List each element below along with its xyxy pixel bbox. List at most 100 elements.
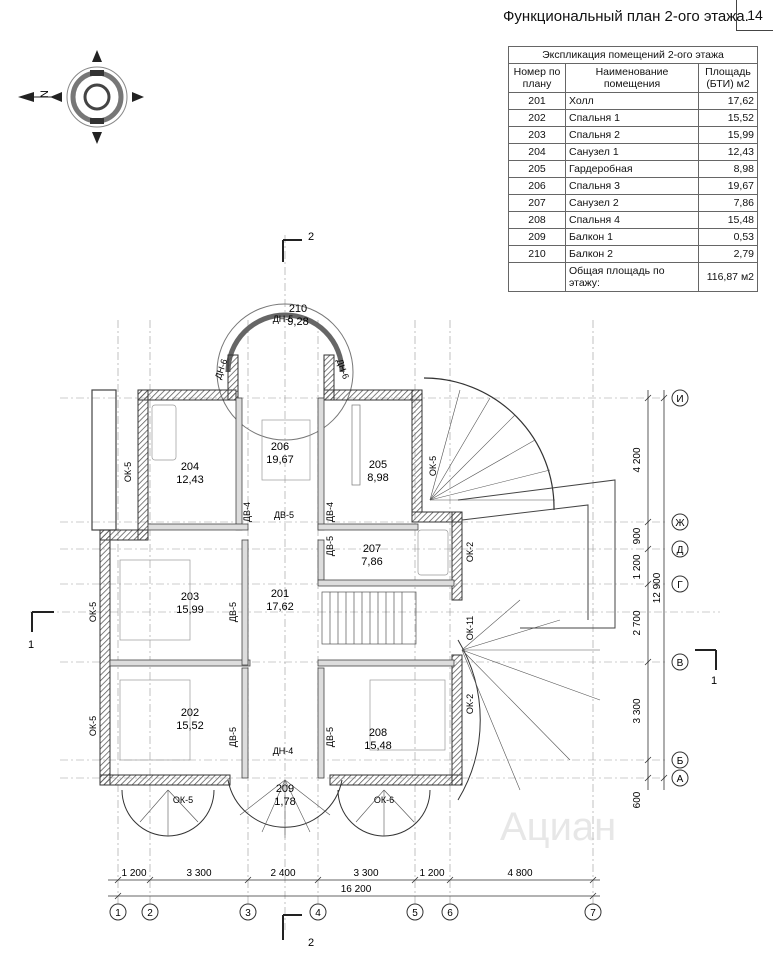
cell-area: 15,99 [698, 126, 758, 145]
opening-tag: ДВ-5 [325, 536, 335, 556]
dimension-tick [314, 876, 322, 884]
room-area: 8,98 [367, 472, 388, 484]
axis-bubble [671, 389, 689, 407]
opening-tag: ДН-5 [273, 314, 294, 324]
room-area: 15,52 [176, 720, 204, 732]
dimension-value: 600 [632, 791, 643, 808]
section-mark-label: 2 [308, 231, 314, 243]
section-mark-label: 1 [711, 675, 717, 687]
cell-area: 15,52 [698, 109, 758, 128]
room-area: 9,28 [287, 316, 308, 328]
room-area: 12,43 [176, 474, 204, 486]
axis-bubble [406, 903, 424, 921]
dimension-tick [411, 876, 419, 884]
cell-name: Спальня 1 [565, 109, 699, 128]
axis-bubble [309, 903, 327, 921]
opening-tag: ДВ-4 [325, 502, 335, 522]
dimension-tick [644, 774, 652, 782]
cell-num: 207 [508, 194, 566, 213]
cell-area: 15,48 [698, 211, 758, 230]
dimension-value: 2 400 [270, 868, 295, 879]
opening-tag: ОК-5 [428, 456, 438, 476]
axis-bubble [584, 903, 602, 921]
dimension-tick [644, 580, 652, 588]
axis-bubble [671, 540, 689, 558]
opening-tag: ДВ-5 [228, 727, 238, 747]
table-caption: Экспликация помещений 2-ого этажа [508, 45, 758, 65]
dimension-tick [244, 876, 252, 884]
compass-rose-icon [18, 50, 144, 144]
opening-tag: ДВ-5 [228, 602, 238, 622]
axis-label: 3 [245, 908, 251, 919]
axis-bubble [671, 513, 689, 531]
col-header-name: Наименование помещения [565, 63, 699, 94]
dimension-value: 4 800 [507, 868, 532, 879]
room-number: 204 [181, 461, 199, 473]
dimension-tick [644, 518, 652, 526]
cell-name: Балкон 1 [565, 228, 699, 247]
dimension-value: 3 300 [632, 698, 643, 723]
room-area: 15,48 [364, 740, 392, 752]
total-spacer [508, 262, 566, 293]
watermark: Ациан [500, 805, 616, 849]
opening-tag: ОК-5 [88, 602, 98, 622]
axis-label: 4 [315, 908, 321, 919]
room-area: 7,86 [361, 556, 382, 568]
opening-tag: ОК-11 [465, 616, 475, 641]
dimension-tick [644, 394, 652, 402]
page-title: Функциональный план 2-ого этажа. [503, 8, 749, 25]
opening-tag: ДВ-5 [274, 510, 294, 520]
axis-label: И [676, 394, 683, 405]
dimension-tick [589, 876, 597, 884]
room-number: 207 [363, 543, 381, 555]
dimension-value: 900 [632, 527, 643, 544]
axis-label: Д [677, 545, 684, 556]
room-number: 210 [289, 303, 307, 315]
total-value: 116,87 м2 [698, 262, 758, 293]
room-area: 1,78 [274, 796, 295, 808]
axis-bubble [671, 769, 689, 787]
opening-tag: ДН-6 [335, 358, 351, 381]
room-number: 209 [276, 783, 294, 795]
cell-area: 17,62 [698, 92, 758, 111]
dimension-tick [114, 876, 122, 884]
room-number: 203 [181, 591, 199, 603]
axis-label: А [677, 774, 684, 785]
axis-label: Ж [675, 518, 685, 529]
dimension-value: 1 200 [632, 554, 643, 579]
opening-tag: ДН-4 [273, 746, 294, 756]
opening-tag: ДВ-4 [242, 502, 252, 522]
opening-tag: ОК-6 [374, 795, 394, 805]
room-number: 208 [369, 727, 387, 739]
cell-num: 205 [508, 160, 566, 179]
dimension-value: 4 200 [632, 447, 643, 472]
opening-tag: ОК-5 [88, 716, 98, 736]
dimension-value: 1 200 [419, 868, 444, 879]
page-number: 14 [736, 0, 773, 31]
axis-label: Б [677, 756, 684, 767]
dimension-tick [660, 394, 668, 402]
room-area: 15,99 [176, 604, 204, 616]
axis-label: Г [677, 580, 683, 591]
opening-tag: ОК-5 [173, 795, 193, 805]
dimension-tick [114, 892, 122, 900]
axis-bubble [239, 903, 257, 921]
total-label: Общая площадь по этажу: [565, 262, 699, 293]
axis-bubble [141, 903, 159, 921]
axis-bubble [671, 653, 689, 671]
cell-num: 209 [508, 228, 566, 247]
dimension-tick [644, 545, 652, 553]
room-number: 205 [369, 459, 387, 471]
opening-tag: ДВ-5 [325, 727, 335, 747]
room-area: 17,62 [266, 601, 294, 613]
room-number: 206 [271, 441, 289, 453]
room-area: 19,67 [266, 454, 294, 466]
room-schedule-table: Экспликация помещений 2-ого этажа Номер … [508, 45, 758, 293]
axis-label: 1 [115, 908, 121, 919]
axis-label: 6 [447, 908, 453, 919]
